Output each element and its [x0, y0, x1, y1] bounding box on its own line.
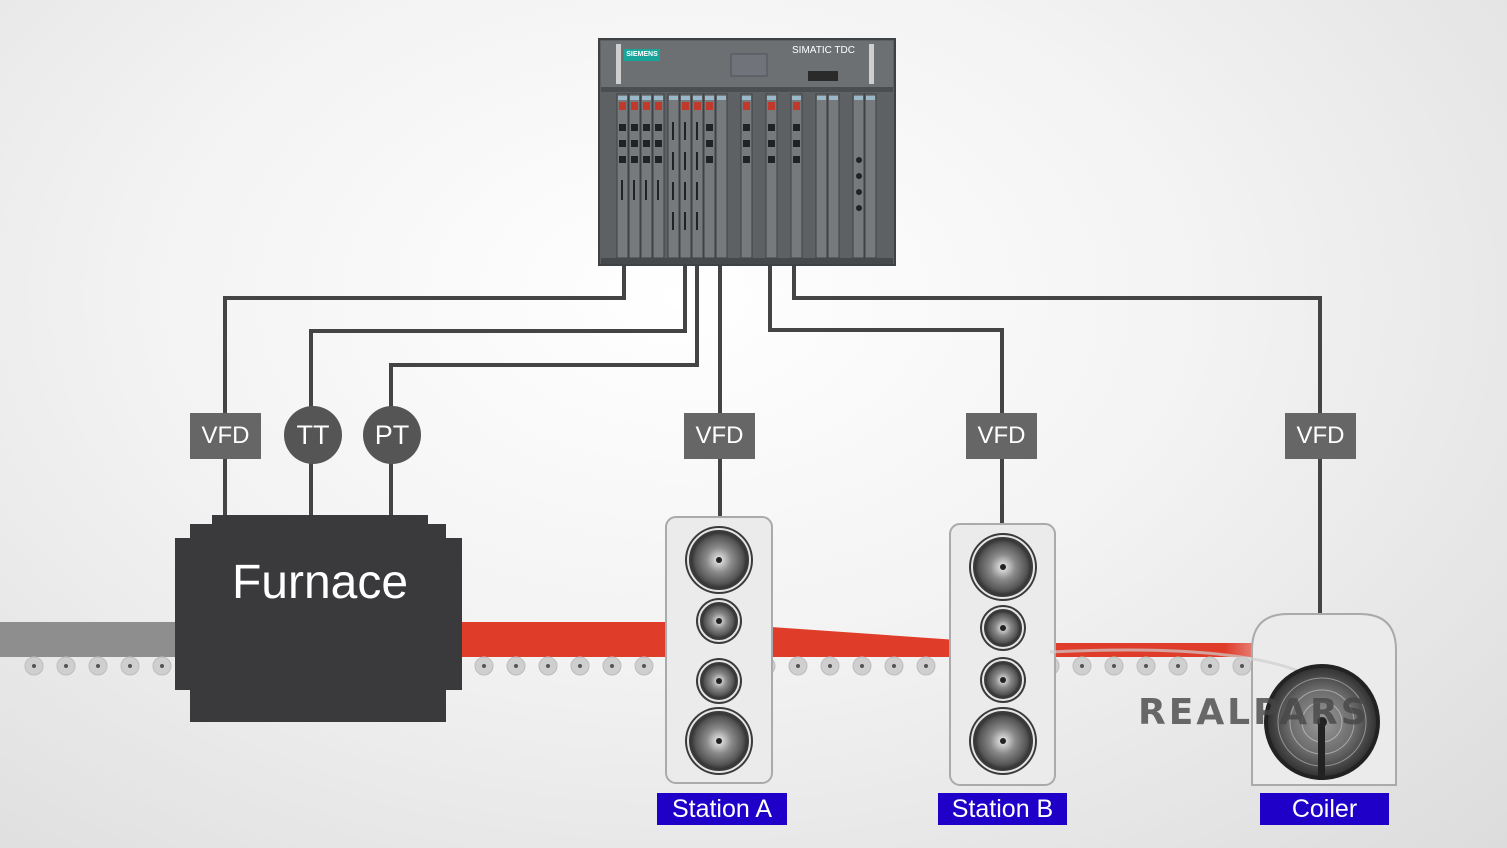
- conveyor-roller: [634, 656, 654, 676]
- rack-module: [864, 93, 877, 259]
- controller-rack: [598, 38, 896, 266]
- coiler-mandrel: [1318, 722, 1325, 780]
- rack-module: [852, 93, 865, 259]
- conveyor-roller: [120, 656, 140, 676]
- furnace-label: Furnace: [231, 556, 409, 609]
- mill-roll: [969, 533, 1037, 601]
- mill-roll: [980, 605, 1026, 651]
- rack-module: [679, 93, 692, 259]
- rack-module: [628, 93, 641, 259]
- conveyor-roller: [820, 656, 840, 676]
- conveyor-roller: [1136, 656, 1156, 676]
- vfd-station-b[interactable]: VFD: [966, 413, 1037, 459]
- vfd-furnace[interactable]: VFD: [190, 413, 261, 459]
- controller-brand: SIEMENS: [624, 49, 660, 61]
- realpars-logo: REALPARS: [1138, 692, 1370, 733]
- mill-roll: [980, 657, 1026, 703]
- conveyor-roller: [152, 656, 172, 676]
- conveyor-roller: [916, 656, 936, 676]
- conveyor-roller: [506, 656, 526, 676]
- controller-model: SIMATIC TDC: [792, 45, 855, 56]
- incoming-strip: [0, 622, 190, 657]
- furnace-body: [175, 515, 462, 722]
- conveyor-roller: [1168, 656, 1188, 676]
- station-a-label[interactable]: Station A: [657, 793, 787, 825]
- vfd-station-a[interactable]: VFD: [684, 413, 755, 459]
- rack-module: [815, 93, 828, 259]
- mill-roll: [969, 707, 1037, 775]
- rack-module: [740, 93, 753, 259]
- rack-module: [765, 93, 778, 259]
- mill-roll: [696, 598, 742, 644]
- rack-module: [790, 93, 803, 259]
- vfd-coiler[interactable]: VFD: [1285, 413, 1356, 459]
- conveyor-roller: [884, 656, 904, 676]
- conveyor-roller: [1200, 656, 1220, 676]
- pressure-transmitter[interactable]: PT: [363, 406, 421, 464]
- conveyor-roller: [1232, 656, 1252, 676]
- conveyor-roller: [88, 656, 108, 676]
- mill-roll: [685, 707, 753, 775]
- mill-roll: [685, 526, 753, 594]
- conveyor-roller: [788, 656, 808, 676]
- conveyor-roller: [538, 656, 558, 676]
- rack-module: [703, 93, 716, 259]
- coiler-label[interactable]: Coiler: [1260, 793, 1389, 825]
- rack-module: [715, 93, 728, 259]
- station-a-housing: [665, 516, 773, 784]
- conveyor-roller: [474, 656, 494, 676]
- conveyor-roller: [1104, 656, 1124, 676]
- conveyor-roller: [24, 656, 44, 676]
- rack-module: [691, 93, 704, 259]
- temperature-transmitter[interactable]: TT: [284, 406, 342, 464]
- conveyor-roller: [602, 656, 622, 676]
- conveyor-roller: [56, 656, 76, 676]
- conveyor-roller: [1072, 656, 1092, 676]
- mill-roll: [696, 658, 742, 704]
- rack-module: [616, 93, 629, 259]
- station-b-label[interactable]: Station B: [938, 793, 1067, 825]
- rack-module: [827, 93, 840, 259]
- hot-strip-taper: [700, 622, 1000, 657]
- rack-module: [640, 93, 653, 259]
- rack-module: [667, 93, 680, 259]
- conveyor-roller: [852, 656, 872, 676]
- rack-module: [652, 93, 665, 259]
- mill-rolls: [685, 526, 1037, 775]
- conveyor-roller: [570, 656, 590, 676]
